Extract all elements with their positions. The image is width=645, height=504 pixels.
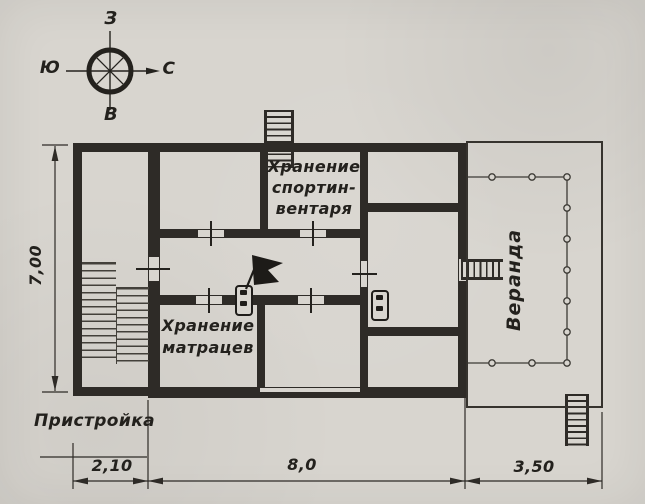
veranda-outline bbox=[466, 141, 603, 408]
window-opening bbox=[260, 387, 360, 393]
wall-sports-room-left bbox=[260, 152, 268, 237]
dimension-label-main-width: 8,0 bbox=[287, 455, 317, 474]
room-label-line: матрацев bbox=[162, 338, 254, 357]
room-label-line: Хранение bbox=[161, 316, 255, 335]
dimension-label-veranda-width: 3,50 bbox=[513, 457, 555, 476]
room-label-line: Хранение bbox=[267, 157, 361, 176]
wall-right-room-top bbox=[368, 203, 458, 212]
room-label-veranda: Веранда bbox=[503, 228, 525, 332]
compass-label-north: С bbox=[162, 59, 176, 79]
stove-icon bbox=[235, 285, 253, 316]
room-label-line: вентаря bbox=[275, 199, 353, 218]
stove-icon bbox=[371, 290, 389, 321]
compass-rose-icon bbox=[66, 31, 160, 110]
room-label-annex: Пристройка bbox=[34, 411, 156, 431]
wall-right-room-bottom bbox=[368, 327, 458, 336]
wall-annex-bottom bbox=[73, 387, 160, 396]
room-label-sports-storage: Хранение спортин- вентаря bbox=[265, 156, 363, 219]
door-tick bbox=[310, 288, 312, 313]
compass-label-south: Ю bbox=[39, 58, 61, 78]
wall-annex-left bbox=[73, 143, 82, 396]
stove-cell bbox=[240, 301, 247, 306]
stove-cell bbox=[376, 306, 383, 311]
wall-mattress-room-right bbox=[257, 305, 265, 387]
compass-label-east: В bbox=[103, 104, 119, 125]
wall-corridor-lower bbox=[160, 295, 368, 305]
arrow-icon bbox=[146, 67, 160, 75]
staircase-icon bbox=[116, 287, 149, 364]
compass-label-west: З bbox=[104, 8, 118, 29]
door-tick bbox=[210, 221, 212, 246]
door-tick bbox=[136, 268, 170, 270]
entrance-steps-icon bbox=[565, 394, 589, 446]
staircase-icon bbox=[82, 262, 116, 364]
wall-corridor-upper bbox=[160, 229, 360, 238]
room-label-line: спортин- bbox=[271, 178, 357, 197]
door-tick bbox=[312, 221, 314, 246]
dimension-label-annex-width: 2,10 bbox=[91, 456, 133, 475]
flag-icon bbox=[244, 255, 283, 290]
room-label-mattress-storage: Хранение матрацев bbox=[156, 315, 260, 359]
door-tick bbox=[352, 273, 377, 275]
stove-cell bbox=[376, 295, 383, 300]
door-tick bbox=[208, 288, 210, 313]
dimension-label-height: 7,00 bbox=[26, 244, 45, 286]
entrance-steps-icon bbox=[264, 110, 294, 168]
stove-cell bbox=[240, 290, 247, 295]
